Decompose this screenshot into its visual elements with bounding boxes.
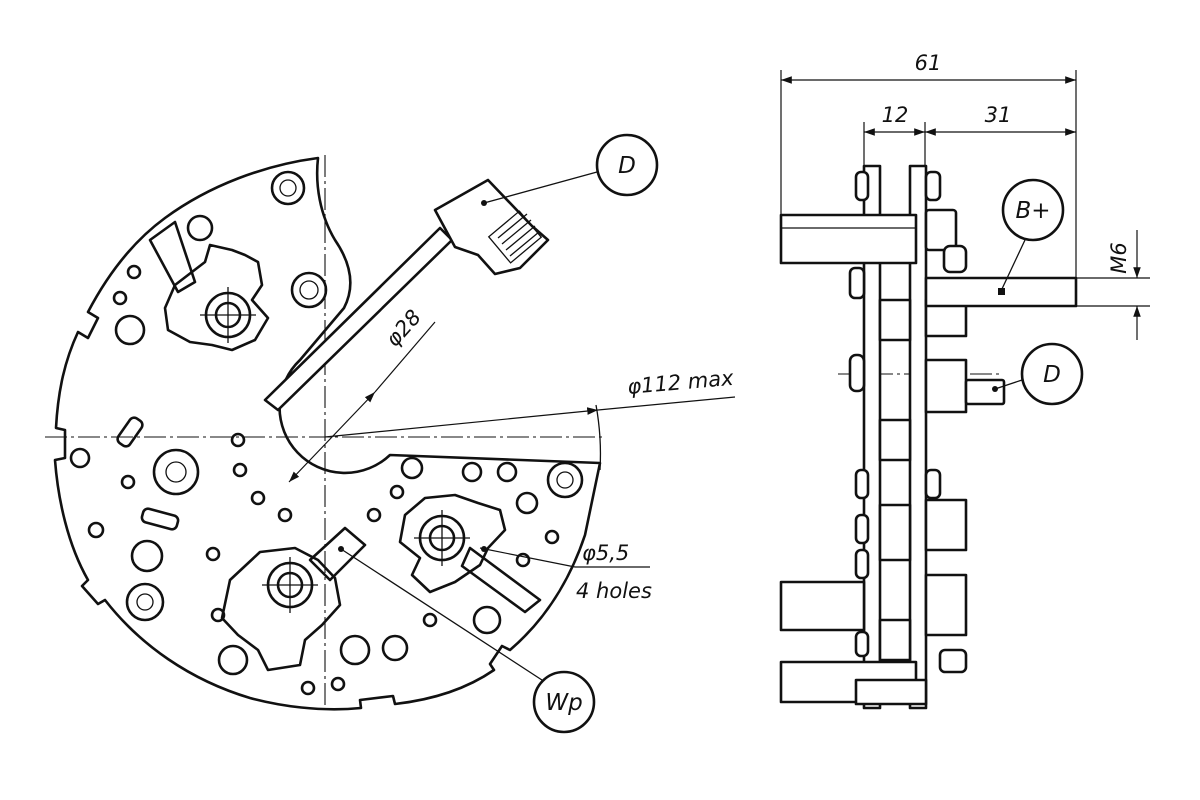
d-terminal bbox=[964, 378, 1006, 406]
callout-circle-d-front bbox=[595, 133, 659, 197]
dim-ext-phi112 bbox=[597, 396, 736, 411]
dim-12-label: 12 bbox=[882, 103, 909, 127]
dim-line-phi112 bbox=[324, 407, 599, 438]
dim-line-phi28 bbox=[288, 391, 376, 483]
dim-phi112-label: φ112 max bbox=[626, 366, 735, 399]
leader-b-plus bbox=[1000, 239, 1026, 292]
tab-grid-lines bbox=[497, 213, 540, 257]
callout-b-plus-label: B+ bbox=[1015, 198, 1050, 224]
diode-socket-1 bbox=[148, 220, 270, 352]
leader-d-front bbox=[483, 171, 598, 204]
callout-d-front-label: D bbox=[618, 153, 636, 179]
diode-socket-2 bbox=[398, 493, 542, 614]
dim-leader-holes bbox=[479, 547, 576, 568]
dim-hole-label: φ5,5 bbox=[582, 541, 629, 565]
callout-circle-d-side bbox=[1020, 342, 1084, 406]
dim-31-label: 31 bbox=[985, 103, 1012, 127]
tab-grid bbox=[487, 210, 543, 264]
holes-note: 4 holes bbox=[576, 579, 652, 603]
b-plus-stud bbox=[924, 276, 1078, 308]
side-block-lower bbox=[779, 580, 866, 632]
dim-ext-phi28 bbox=[374, 321, 436, 393]
dim-61-label: 61 bbox=[915, 51, 942, 75]
side-terminal-top bbox=[779, 213, 918, 265]
callout-circle-wp bbox=[532, 670, 596, 734]
side-view: 61 12 31 bbox=[779, 51, 1150, 710]
leader-d-side bbox=[994, 379, 1023, 390]
callout-wp-label: Wp bbox=[545, 690, 582, 716]
dim-m6-label: M6 bbox=[1107, 242, 1131, 273]
callout-d-side-label: D bbox=[1043, 362, 1061, 388]
b-plus-marker bbox=[998, 288, 1005, 295]
outer-diameter-arc bbox=[595, 404, 602, 471]
diode-socket-3 bbox=[220, 526, 367, 672]
dim-phi28-label: φ28 bbox=[381, 305, 426, 351]
callout-circle-b-plus bbox=[1001, 178, 1065, 242]
front-view: φ28 φ112 max φ5,5 4 holes D Wp bbox=[45, 133, 736, 734]
leader-wp bbox=[340, 548, 546, 683]
side-components bbox=[848, 170, 968, 706]
plate-holes bbox=[69, 170, 584, 696]
terminal-arm bbox=[263, 226, 454, 412]
terminal-tab-d bbox=[433, 178, 550, 276]
